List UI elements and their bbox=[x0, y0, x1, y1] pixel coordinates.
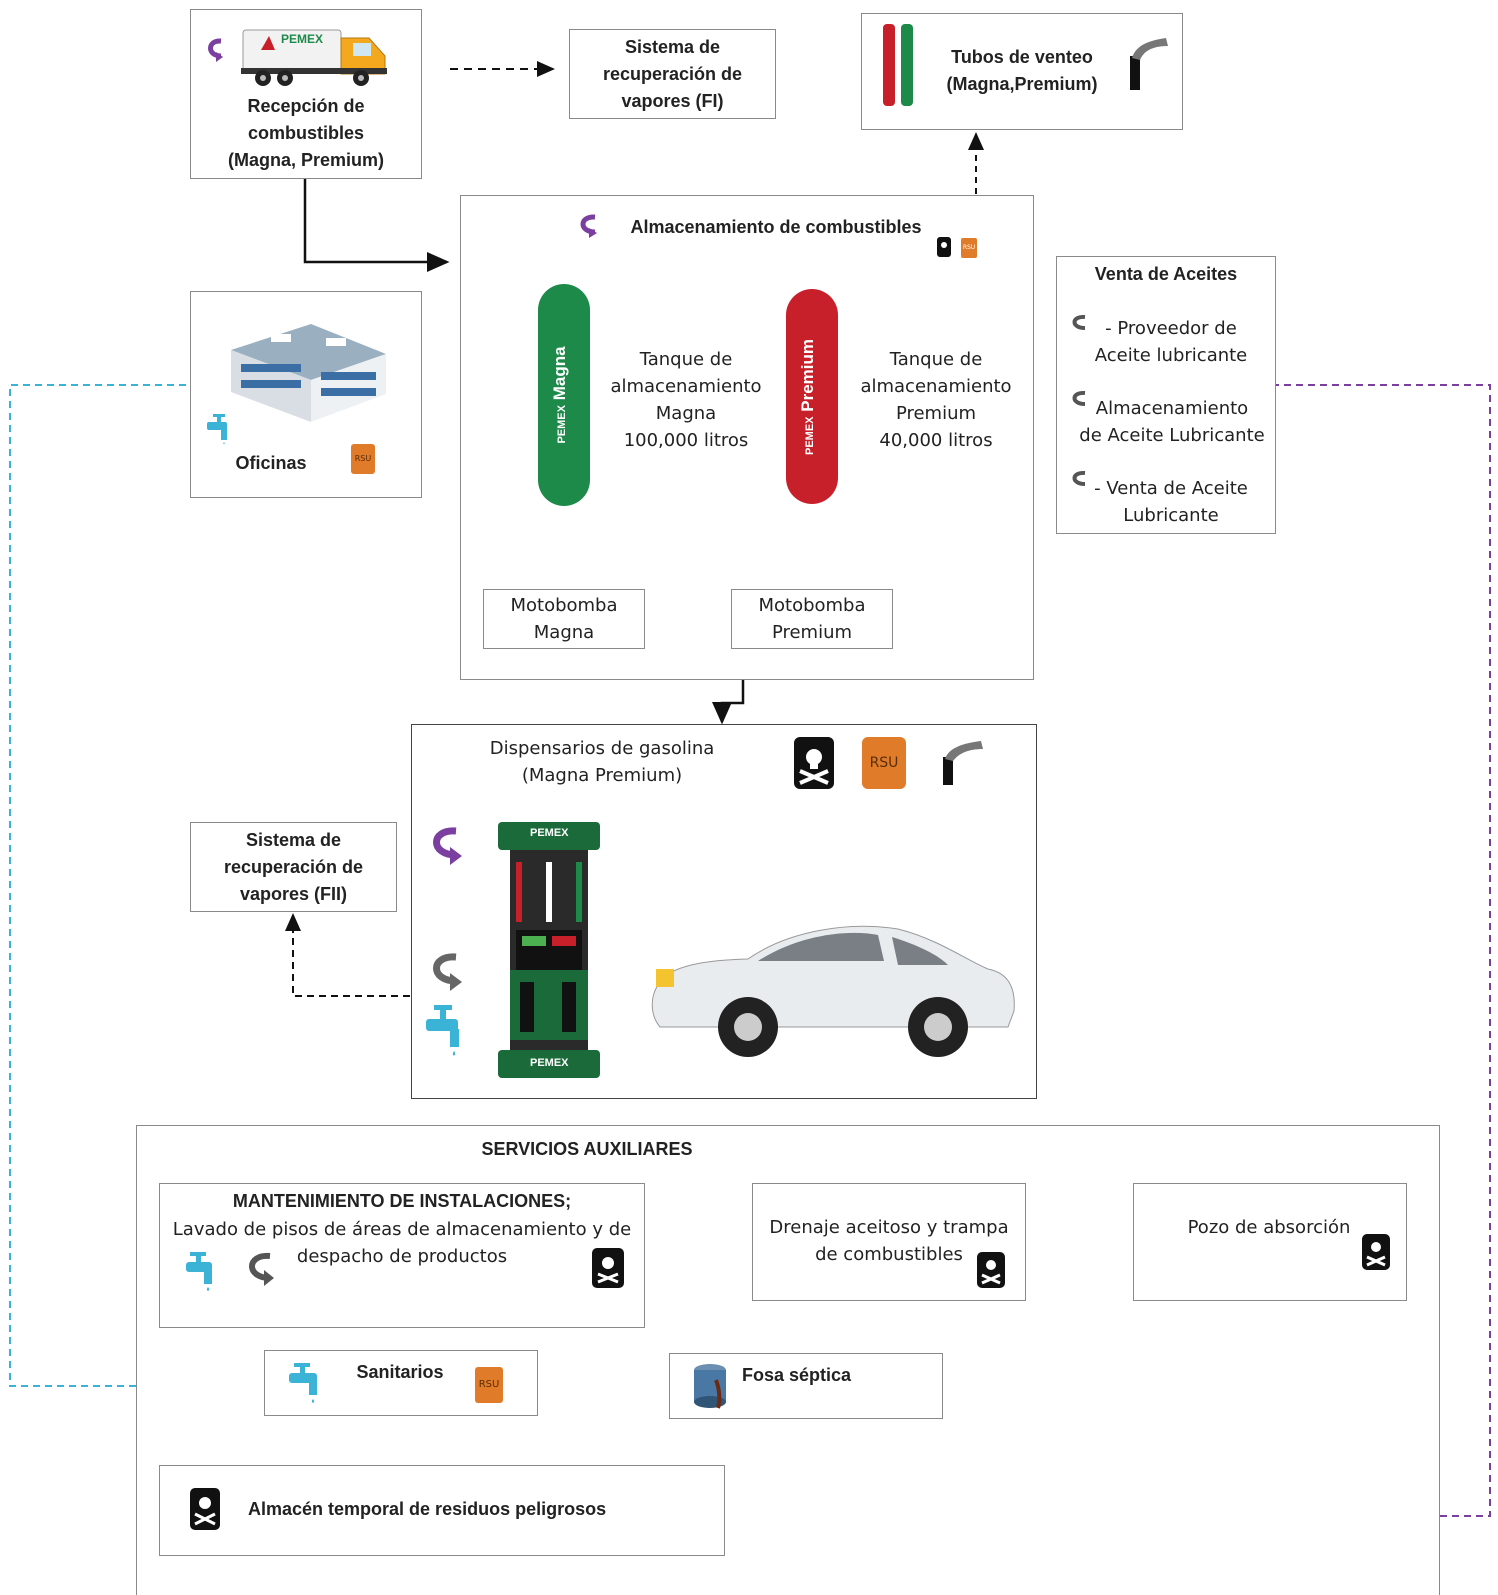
septic-tank-box: Fosa séptica bbox=[669, 1353, 943, 1419]
vapor-recovery-fii-box: Sistema de recuperación de vapores (FII) bbox=[190, 822, 397, 912]
hazardous-waste-icon bbox=[1362, 1234, 1390, 1270]
tank-magna: PEMEX Magna bbox=[538, 284, 590, 506]
reception-title: Recepción de combustibles (Magna, Premiu… bbox=[227, 96, 385, 170]
tank-premium-label: PEMEX Premium bbox=[798, 339, 817, 455]
storage-title: Almacenamiento de combustibles bbox=[630, 217, 922, 237]
emission-icon bbox=[943, 741, 983, 785]
resource-consumption-icon bbox=[1072, 314, 1086, 330]
hazardous-waste-icon bbox=[937, 237, 951, 257]
oil-sales-box: Venta de Aceites - Proveedor de Aceite l… bbox=[1056, 256, 1276, 534]
venting-box: Tubos de venteo (Magna,Premium) bbox=[861, 13, 1183, 130]
vapor-recovery-fi-box: Sistema de recuperación de vapores (FI) bbox=[569, 29, 776, 119]
offices-box: Oficinas RSU bbox=[190, 291, 422, 498]
auxiliary-services-title: SERVICIOS AUXILIARES bbox=[481, 1139, 693, 1159]
vent-pipes-icon bbox=[883, 24, 913, 106]
septic-tank-label: Fosa séptica bbox=[742, 1365, 852, 1385]
rsu-badge: RSU bbox=[862, 737, 906, 789]
emission-icon bbox=[1130, 38, 1168, 90]
hazardous-waste-icon bbox=[794, 737, 834, 789]
oily-drain-box: Drenaje aceitoso y trampa de combustible… bbox=[752, 1183, 1026, 1301]
water-tap-icon bbox=[289, 1363, 317, 1403]
septic-tank-icon bbox=[694, 1364, 726, 1409]
oily-drain-label: Drenaje aceitoso y trampa de combustible… bbox=[769, 1217, 1009, 1265]
dispensers-title: Dispensarios de gasolina (Magna Premium) bbox=[489, 738, 715, 786]
tank-premium-description: Tanque de almacenamiento Premium 40,000 … bbox=[860, 349, 1012, 451]
rsu-badge: RSU bbox=[475, 1367, 503, 1403]
resource-consumption-icon bbox=[208, 38, 223, 62]
absorption-well-label: Pozo de absorción bbox=[1187, 1217, 1351, 1238]
hazardous-storage-label: Almacén temporal de residuos peligrosos bbox=[248, 1499, 607, 1519]
arrow-offices-restrooms bbox=[9, 384, 250, 1394]
arrow-reception-storage bbox=[303, 177, 450, 272]
maintenance-box: MANTENIMIENTO DE INSTALACIONES; Lavado d… bbox=[159, 1183, 645, 1328]
resource-consumption-icon bbox=[1072, 390, 1086, 406]
vapor-recovery-fi-label: Sistema de recuperación de vapores (FI) bbox=[602, 37, 743, 111]
resource-consumption-icon bbox=[1072, 470, 1086, 486]
tank-magna-label: PEMEX Magna bbox=[550, 346, 569, 444]
dispensers-box: Dispensarios de gasolina (Magna Premium)… bbox=[411, 724, 1037, 1099]
truck-brand-label: PEMEX bbox=[281, 32, 324, 46]
rsu-badge: RSU bbox=[961, 238, 977, 258]
oil-item-supplier: - Proveedor de Aceite lubricante bbox=[1094, 318, 1248, 366]
car-icon bbox=[651, 925, 1015, 1057]
reception-box: PEMEX Recepción de combustibles (Magna, … bbox=[190, 9, 422, 179]
hazardous-waste-icon bbox=[190, 1488, 220, 1530]
dispenser-brand-bottom: PEMEX bbox=[530, 1057, 569, 1069]
water-tap-icon bbox=[207, 414, 227, 445]
tank-premium: PEMEX Premium bbox=[786, 289, 838, 504]
pump-premium: Motobomba Premium bbox=[731, 589, 893, 649]
fuel-truck-icon bbox=[241, 29, 387, 86]
office-building-icon bbox=[231, 324, 386, 422]
tank-magna-description: Tanque de almacenamiento Magna 100,000 l… bbox=[610, 349, 762, 451]
hazardous-waste-icon bbox=[977, 1252, 1005, 1288]
absorption-well-box: Pozo de absorción bbox=[1133, 1183, 1407, 1301]
arrow-storage-dispensers bbox=[712, 680, 745, 725]
water-tap-icon bbox=[426, 1005, 459, 1056]
dispenser-brand-top: PEMEX bbox=[530, 827, 569, 839]
maintenance-title: MANTENIMIENTO DE INSTALACIONES; bbox=[232, 1191, 572, 1211]
oil-item-storage: Almacenamiento de Aceite Lubricante bbox=[1079, 398, 1265, 446]
hazardous-storage-box: Almacén temporal de residuos peligrosos bbox=[159, 1465, 725, 1556]
vapor-recovery-fii-label: Sistema de recuperación de vapores (FII) bbox=[223, 830, 364, 904]
rsu-badge: RSU bbox=[351, 444, 375, 474]
offices-label: Oficinas bbox=[235, 453, 307, 473]
arrow-dispensers-vapor-fii bbox=[285, 913, 410, 997]
fuel-dispenser-icon bbox=[498, 822, 600, 1078]
resource-consumption-icon bbox=[249, 1252, 274, 1286]
resource-consumption-icon bbox=[580, 214, 597, 238]
maintenance-description: Lavado de pisos de áreas de almacenamien… bbox=[172, 1219, 632, 1267]
oil-sales-title: Venta de Aceites bbox=[1094, 264, 1238, 284]
storage-box: Almacenamiento de combustibles RSU PEMEX… bbox=[460, 195, 1034, 680]
resource-consumption-icon bbox=[433, 827, 462, 865]
water-tap-icon bbox=[186, 1252, 212, 1291]
restrooms-box: Sanitarios RSU bbox=[264, 1350, 538, 1416]
pump-magna: Motobomba Magna bbox=[483, 589, 645, 649]
restrooms-label: Sanitarios bbox=[356, 1362, 444, 1382]
oil-item-sale: - Venta de Aceite Lubricante bbox=[1094, 478, 1248, 526]
venting-label: Tubos de venteo (Magna,Premium) bbox=[946, 47, 1098, 94]
hazardous-waste-icon bbox=[592, 1248, 624, 1288]
resource-consumption-icon bbox=[433, 953, 462, 991]
